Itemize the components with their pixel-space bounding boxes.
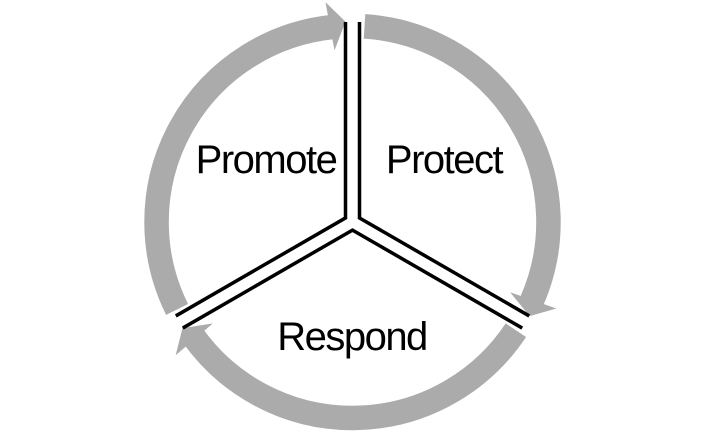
segment-label-respond: Respond [277,315,428,359]
segment-label-promote: Promote [195,138,338,182]
segment-label-protect: Protect [385,138,504,182]
cycle-arrow-bottom [166,184,527,435]
spoke-divider [181,179,524,435]
